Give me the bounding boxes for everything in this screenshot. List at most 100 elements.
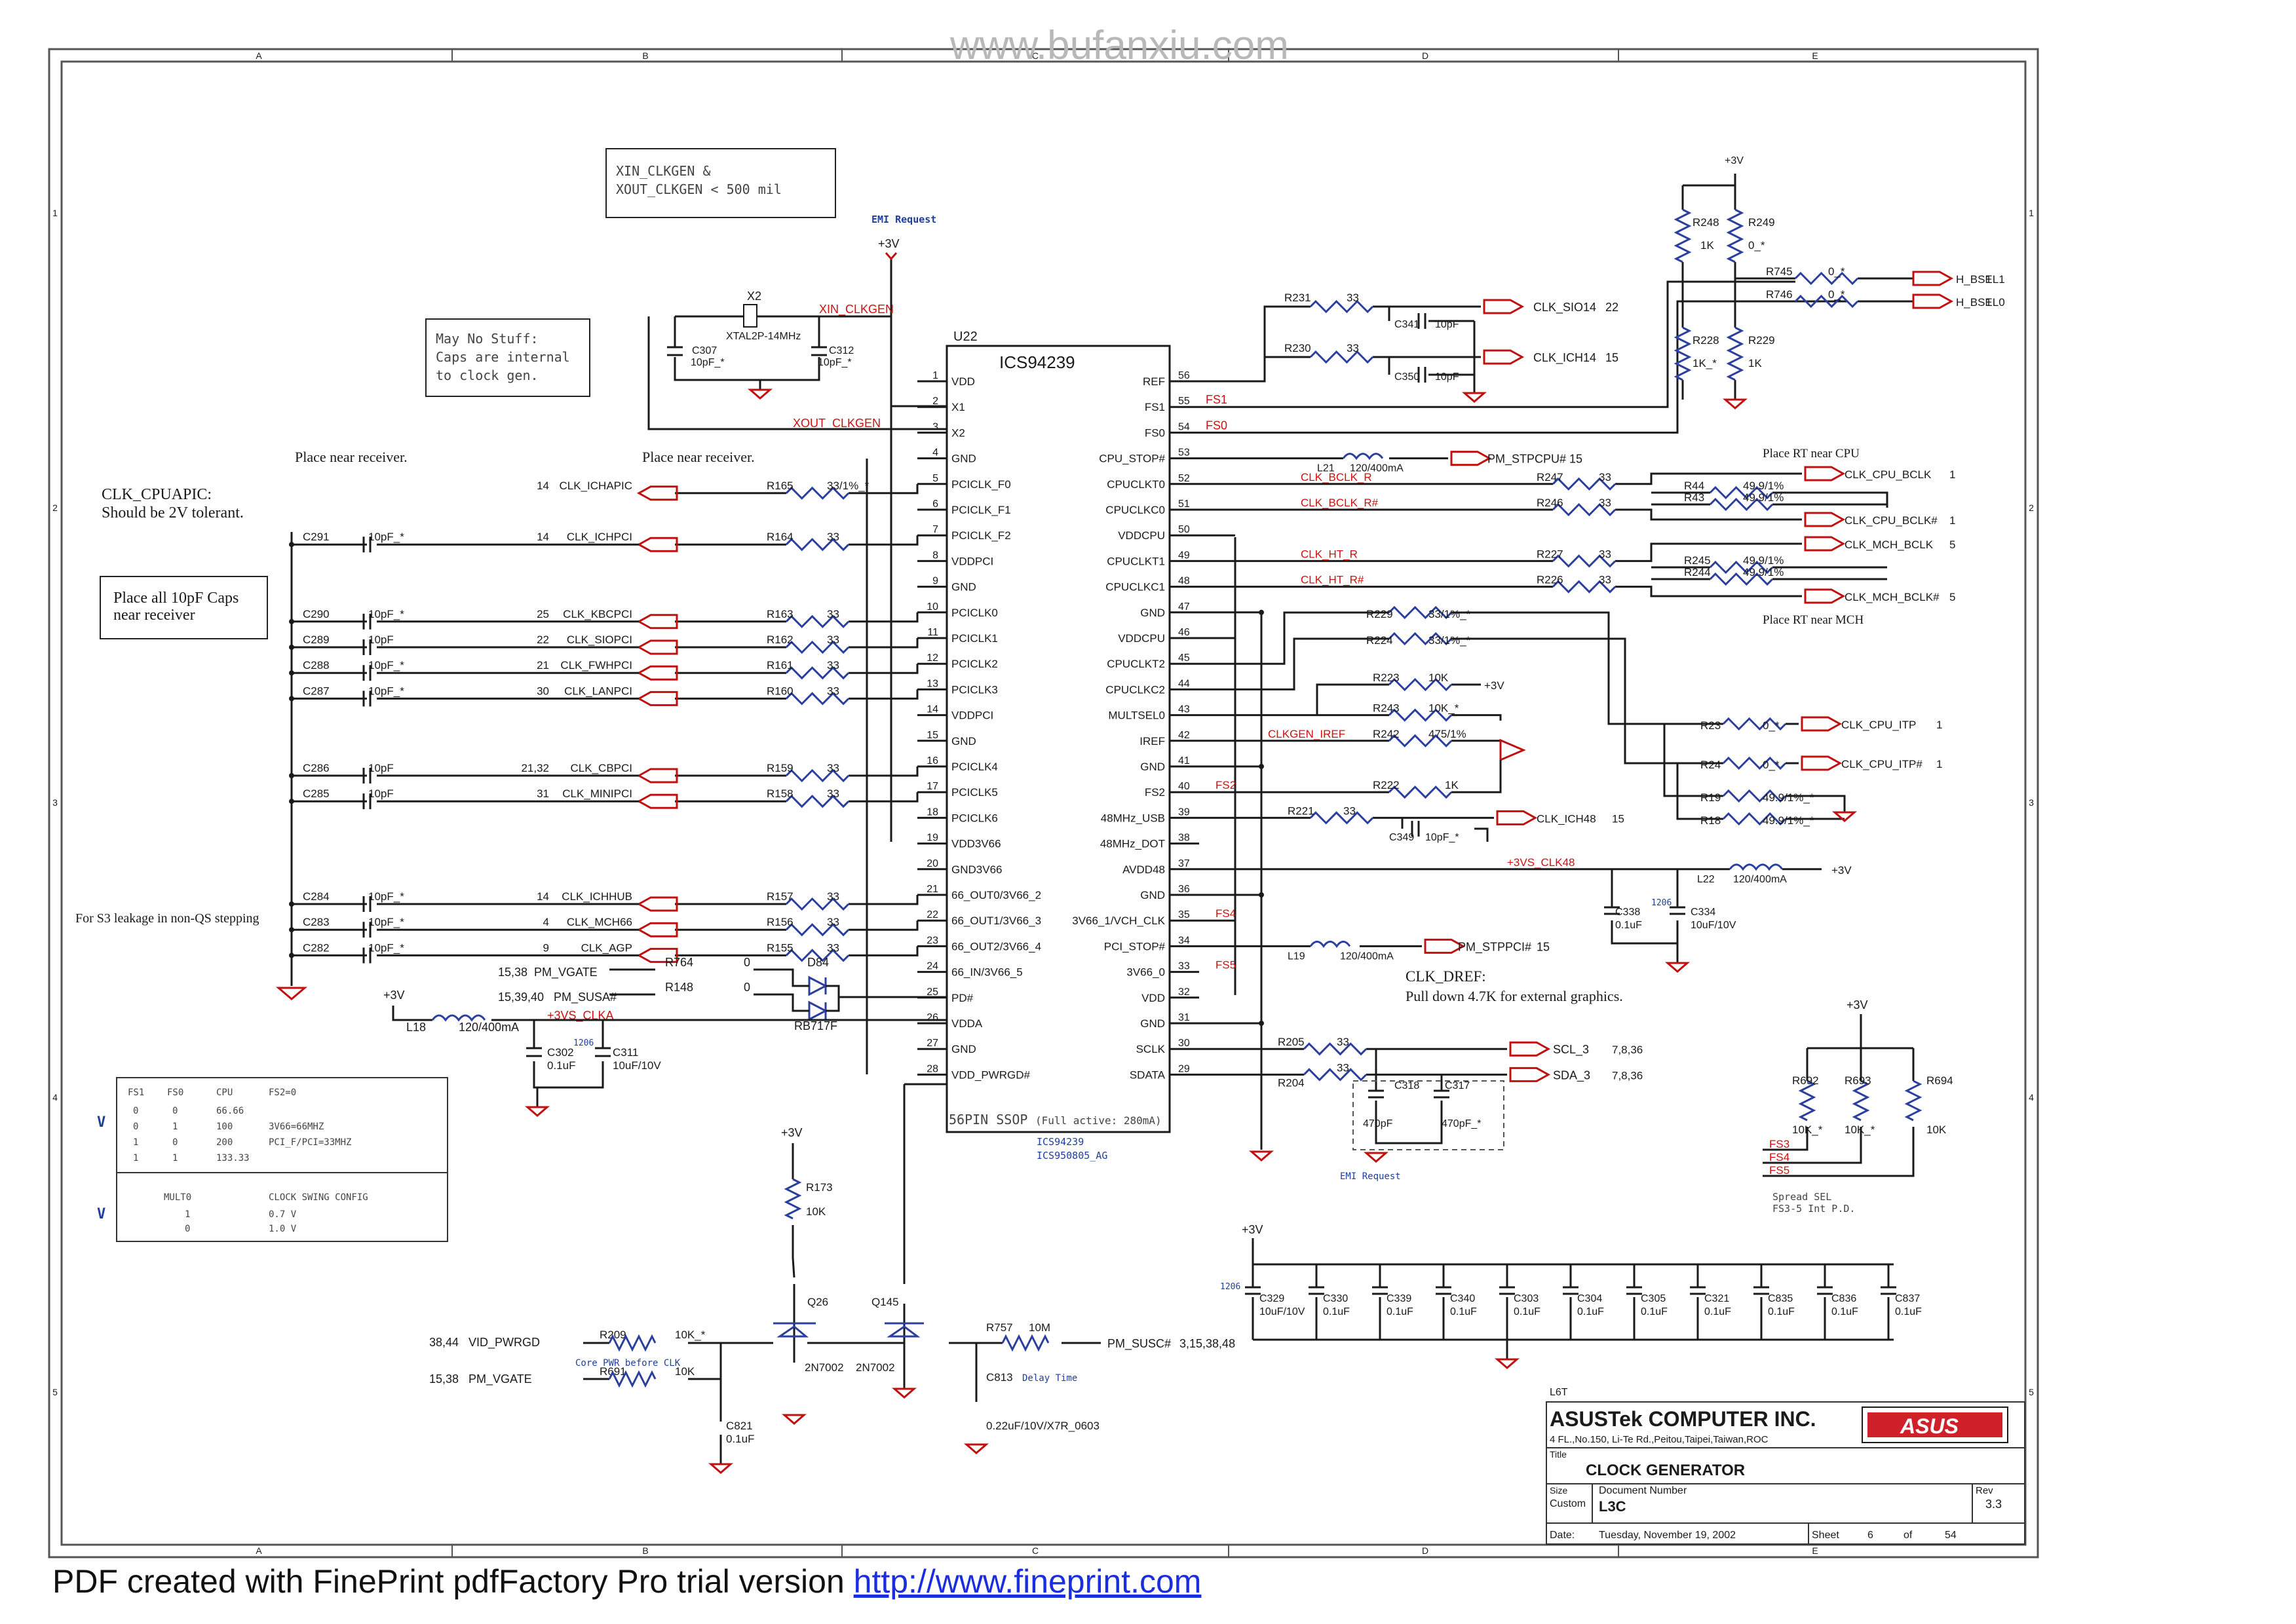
resistor-icon bbox=[1709, 560, 1774, 575]
chip-package: 56PIN SSOP bbox=[949, 1112, 1027, 1127]
chip-pin-number: 54 bbox=[1178, 421, 1190, 432]
border-row-label: 5 bbox=[52, 1387, 58, 1397]
chip-pin-name: 3V66_1/VCH_CLK bbox=[1072, 915, 1165, 927]
clk-dref-note: CLK_DREF: bbox=[1406, 968, 1486, 985]
resistor-ref: R158 bbox=[767, 787, 794, 800]
spread-note-1: Spread SEL bbox=[1772, 1191, 1831, 1203]
page-ref: 25 bbox=[537, 608, 549, 620]
offpage-connector-icon bbox=[636, 639, 678, 655]
date-label: Date: bbox=[1550, 1530, 1575, 1541]
border-row-label: 1 bbox=[2029, 208, 2034, 218]
page-ref: 1 bbox=[1949, 514, 1955, 527]
decaps: C32910uF/10VC3300.1uFC3390.1uFC3400.1uFC… bbox=[1220, 1264, 1922, 1340]
ground-icon bbox=[708, 1388, 989, 1474]
core-pwr-note: Core PWR before CLK bbox=[575, 1358, 681, 1369]
page-ref: 1 bbox=[1936, 758, 1942, 770]
chip-pin-number: 42 bbox=[1178, 730, 1190, 741]
chip-pin-number: 31 bbox=[1178, 1012, 1190, 1023]
diode-icon bbox=[808, 975, 828, 996]
capacitor-ref: C286 bbox=[303, 762, 330, 774]
net-label: CLK_ICHAPIC bbox=[560, 480, 632, 492]
resistor-icon bbox=[1709, 485, 1774, 500]
ground-icon bbox=[524, 1106, 550, 1117]
net-wire bbox=[675, 664, 919, 674]
resistor-icon bbox=[1674, 326, 1692, 381]
power-label: +3V bbox=[1484, 679, 1504, 692]
resistor-value: 0_* bbox=[1763, 759, 1780, 771]
crystal-part: XTAL2P-14MHz bbox=[726, 331, 801, 342]
capacitor-ref: C318 bbox=[1394, 1080, 1419, 1091]
net-label-red: CLK_HT_R bbox=[1301, 548, 1358, 560]
c311-val: 10uF/10V bbox=[613, 1059, 661, 1072]
resistor-icon bbox=[608, 1334, 1050, 1388]
chip-pin-number: 43 bbox=[1178, 704, 1190, 715]
chip-pin-number: 27 bbox=[927, 1038, 938, 1049]
net-wire bbox=[675, 766, 919, 777]
resistor-ref: R164 bbox=[767, 531, 794, 543]
chip-pin-name: PCICLK_F2 bbox=[951, 529, 1011, 542]
resistor-ref: R23 bbox=[1700, 719, 1721, 732]
resistor-value: 0_* bbox=[1828, 288, 1845, 301]
fs-table-cell: 1 bbox=[133, 1153, 138, 1163]
chip-pin-number: 12 bbox=[927, 652, 938, 664]
chip-pin-number: 40 bbox=[1178, 781, 1190, 792]
title-block: L6T ASUSTek COMPUTER INC. 4 FL.,No.150, … bbox=[1546, 1387, 2025, 1545]
resistor-ref: R163 bbox=[767, 608, 794, 620]
net-label: SDA_3 bbox=[1553, 1068, 1590, 1082]
resistor-ref: R19 bbox=[1700, 791, 1721, 804]
capacitor-ref: C287 bbox=[303, 685, 330, 697]
net-label: CLK_ICH48 bbox=[1537, 812, 1596, 825]
resistor-icon bbox=[1709, 497, 1774, 512]
capacitor-value: 470pF_* bbox=[1442, 1118, 1482, 1129]
chip-pin-number: 26 bbox=[927, 1012, 938, 1023]
resistor-icon bbox=[1722, 789, 1787, 803]
resistor-value: 1K bbox=[1445, 779, 1459, 791]
capacitor-value: 10pF_* bbox=[368, 916, 404, 928]
s3-leakage-note: For S3 leakage in non-QS stepping bbox=[75, 911, 259, 926]
fs-table-cell: 0 bbox=[133, 1122, 138, 1132]
capacitor-value: 10pF_* bbox=[368, 941, 404, 954]
border-row-label: 3 bbox=[52, 797, 58, 808]
fs-table-cell: 66.66 bbox=[216, 1106, 244, 1116]
offpage-connector-icon bbox=[636, 614, 678, 630]
capacitor-ref: C349 bbox=[1389, 832, 1414, 843]
net-wire bbox=[1199, 305, 1481, 383]
border-col-label: D bbox=[1422, 1545, 1428, 1556]
resistor-value: 33 bbox=[1599, 497, 1611, 509]
chip-pin-number: 34 bbox=[1178, 935, 1190, 946]
resistor-value: 33/1%_* bbox=[827, 480, 870, 492]
chip-pin-number: 47 bbox=[1178, 601, 1190, 613]
border-row-label: 3 bbox=[2029, 797, 2034, 808]
decap-ref: C329 bbox=[1259, 1293, 1284, 1304]
page-ref: 1 bbox=[1949, 468, 1955, 481]
mosfet-icon bbox=[773, 1322, 924, 1338]
fs-table-cell: 0 bbox=[172, 1137, 178, 1148]
chip-pin-name: VDDCPU bbox=[1118, 632, 1165, 645]
ground-icon bbox=[1722, 398, 1748, 409]
capacitor-ref: C350 bbox=[1394, 371, 1419, 383]
decap-value: 0.1uF bbox=[1895, 1306, 1922, 1317]
alt-part-1: ICS94239 bbox=[1037, 1136, 1084, 1148]
net-wire bbox=[1199, 578, 1887, 597]
mult-table-header: MULT0 bbox=[164, 1192, 191, 1203]
docnum-value: L3C bbox=[1599, 1498, 1626, 1515]
capacitor-value: 10pF_* bbox=[368, 890, 404, 903]
chip-pin-name: 48MHz_DOT bbox=[1100, 838, 1165, 850]
chip-pin-number: 30 bbox=[1178, 1038, 1190, 1049]
capacitor-value: 470pF bbox=[1363, 1118, 1393, 1129]
decap-value: 0.1uF bbox=[1387, 1306, 1413, 1317]
resistor-value: 33 bbox=[1599, 471, 1611, 483]
net-wire bbox=[675, 792, 919, 803]
ground-icon bbox=[1664, 962, 1691, 973]
fs1-net: FS1 bbox=[1206, 393, 1227, 406]
chip-ref: U22 bbox=[953, 330, 978, 344]
chip-pin-number: 8 bbox=[932, 550, 938, 561]
footer-link[interactable]: http://www.fineprint.com bbox=[853, 1563, 1202, 1600]
page-ref: 15 bbox=[1605, 351, 1618, 364]
may-no-stuff-box bbox=[425, 318, 590, 397]
inductor-ref: L21 bbox=[1317, 463, 1335, 474]
decap-ref: C837 bbox=[1895, 1293, 1920, 1304]
offpage-connector-icon bbox=[1912, 293, 1954, 309]
